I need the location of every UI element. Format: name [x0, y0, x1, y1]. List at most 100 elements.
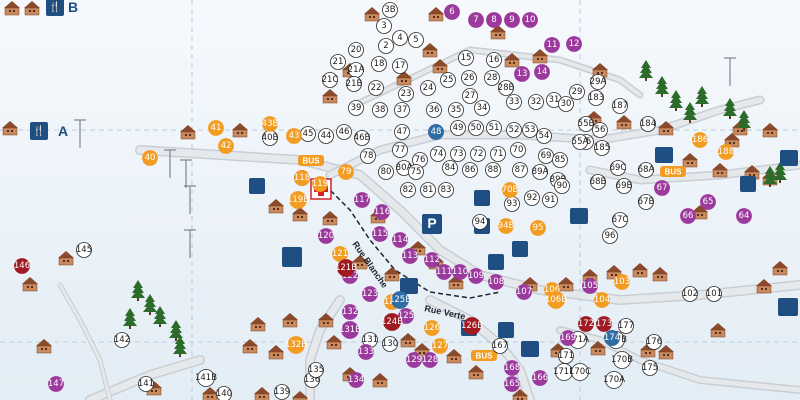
building-marker[interactable]: 66	[680, 208, 696, 224]
building-marker[interactable]: 12	[566, 36, 582, 52]
building-marker[interactable]: 15	[458, 50, 474, 66]
building-marker[interactable]: 9	[504, 12, 520, 28]
building-marker[interactable]: 36	[426, 102, 442, 118]
building-marker[interactable]: 18	[371, 56, 387, 72]
building-marker[interactable]: 125B	[389, 291, 411, 309]
building-marker[interactable]: 55B	[578, 116, 595, 132]
building-marker[interactable]: 11	[544, 37, 560, 53]
building-marker[interactable]: 108	[488, 274, 504, 290]
building-marker[interactable]: 51	[486, 120, 502, 136]
building-marker[interactable]: 107	[516, 284, 532, 300]
building-marker[interactable]: 121B	[335, 259, 357, 277]
building-marker[interactable]: 83	[438, 182, 454, 198]
building-marker[interactable]: 127	[432, 338, 448, 354]
building-marker[interactable]: 104	[594, 292, 610, 308]
building-marker[interactable]: 46	[336, 124, 352, 140]
building-marker[interactable]: 96	[602, 228, 618, 244]
building-marker[interactable]: 170C	[569, 363, 591, 381]
building-marker[interactable]: 132	[342, 304, 358, 320]
building-marker[interactable]: 130	[382, 336, 398, 352]
building-marker[interactable]: 67C	[612, 212, 629, 228]
building-marker[interactable]: 23	[398, 86, 414, 102]
building-marker[interactable]: 34	[474, 100, 490, 116]
building-marker[interactable]: 68B	[590, 174, 607, 190]
building-marker[interactable]: 29	[569, 84, 585, 100]
building-marker[interactable]: 88	[485, 162, 501, 178]
building-marker[interactable]: 116	[374, 204, 390, 220]
building-marker[interactable]: 131B	[339, 321, 361, 339]
building-marker[interactable]: 74	[430, 146, 446, 162]
building-marker[interactable]: 106B	[545, 291, 567, 309]
building-marker[interactable]: 112	[424, 252, 440, 268]
building-marker[interactable]: 102	[682, 286, 698, 302]
building-marker[interactable]: 145	[76, 242, 92, 258]
building-marker[interactable]: 173	[596, 316, 612, 332]
building-marker[interactable]: 71	[490, 146, 506, 162]
building-marker[interactable]: 177	[618, 318, 634, 334]
building-marker[interactable]: 170B	[611, 351, 633, 369]
building-marker[interactable]: 6	[444, 4, 460, 20]
building-marker[interactable]: 52	[506, 122, 522, 138]
building-marker[interactable]: 140	[216, 386, 232, 400]
building-marker[interactable]: 115	[372, 226, 388, 242]
building-marker[interactable]: 175	[642, 360, 658, 376]
building-marker[interactable]: 170A	[603, 371, 625, 389]
building-marker[interactable]: 72	[470, 146, 486, 162]
building-marker[interactable]: 26	[461, 70, 477, 86]
building-marker[interactable]: 184	[640, 116, 656, 132]
building-marker[interactable]: 64	[736, 208, 752, 224]
building-marker[interactable]: 167	[492, 338, 508, 354]
building-marker[interactable]: 3	[376, 18, 392, 34]
building-marker[interactable]: 8	[486, 12, 502, 28]
building-marker[interactable]: 4	[392, 30, 408, 46]
building-marker[interactable]: 21B	[346, 76, 363, 92]
building-marker[interactable]: 172	[578, 316, 594, 332]
building-marker[interactable]: 114	[392, 232, 408, 248]
building-marker[interactable]: 124B	[381, 313, 403, 331]
building-marker[interactable]: 101	[706, 286, 722, 302]
building-marker[interactable]: 139	[274, 384, 290, 400]
building-marker[interactable]: 129	[406, 352, 422, 368]
building-marker[interactable]: 22	[368, 80, 384, 96]
building-marker[interactable]: 123	[362, 286, 378, 302]
building-marker[interactable]: 47	[394, 124, 410, 140]
building-marker[interactable]: 81	[420, 182, 436, 198]
building-marker[interactable]: 5	[408, 32, 424, 48]
building-marker[interactable]: 7	[468, 12, 484, 28]
building-marker[interactable]: 48	[428, 124, 444, 140]
building-marker[interactable]: 119B	[287, 191, 309, 209]
building-marker[interactable]: 77	[392, 142, 408, 158]
building-marker[interactable]: 75	[408, 164, 424, 180]
building-marker[interactable]: 33	[506, 94, 522, 110]
building-marker[interactable]: 46B	[354, 130, 371, 146]
building-marker[interactable]: 86	[462, 162, 478, 178]
building-marker[interactable]: 89A	[532, 164, 549, 180]
building-marker[interactable]: 2	[378, 38, 394, 54]
building-marker[interactable]: 56	[592, 122, 608, 138]
building-marker[interactable]: 49	[450, 120, 466, 136]
building-marker[interactable]: 103	[614, 274, 630, 290]
building-marker[interactable]: 176	[646, 334, 662, 350]
building-marker[interactable]: 70	[510, 142, 526, 158]
building-marker[interactable]: 3B	[382, 2, 398, 18]
building-marker[interactable]: 171	[558, 348, 574, 364]
building-marker[interactable]: 87	[512, 162, 528, 178]
building-marker[interactable]: 113	[402, 248, 418, 264]
building-marker[interactable]: 110	[452, 264, 468, 280]
building-marker[interactable]: 141	[138, 376, 154, 392]
building-marker[interactable]: 133	[358, 344, 374, 360]
building-marker[interactable]: 29A	[590, 74, 607, 90]
building-marker[interactable]: 50	[468, 120, 484, 136]
building-marker[interactable]: 132B	[285, 336, 307, 354]
building-marker[interactable]: 27	[462, 88, 478, 104]
building-marker[interactable]: 166	[532, 370, 548, 386]
building-marker[interactable]: 80	[378, 164, 394, 180]
building-marker[interactable]: 188	[718, 144, 734, 160]
building-marker[interactable]: 84	[442, 160, 458, 176]
building-marker[interactable]: 128	[422, 352, 438, 368]
building-marker[interactable]: 32	[528, 94, 544, 110]
building-marker[interactable]: 14	[534, 64, 550, 80]
building-marker[interactable]: 126	[424, 320, 440, 336]
